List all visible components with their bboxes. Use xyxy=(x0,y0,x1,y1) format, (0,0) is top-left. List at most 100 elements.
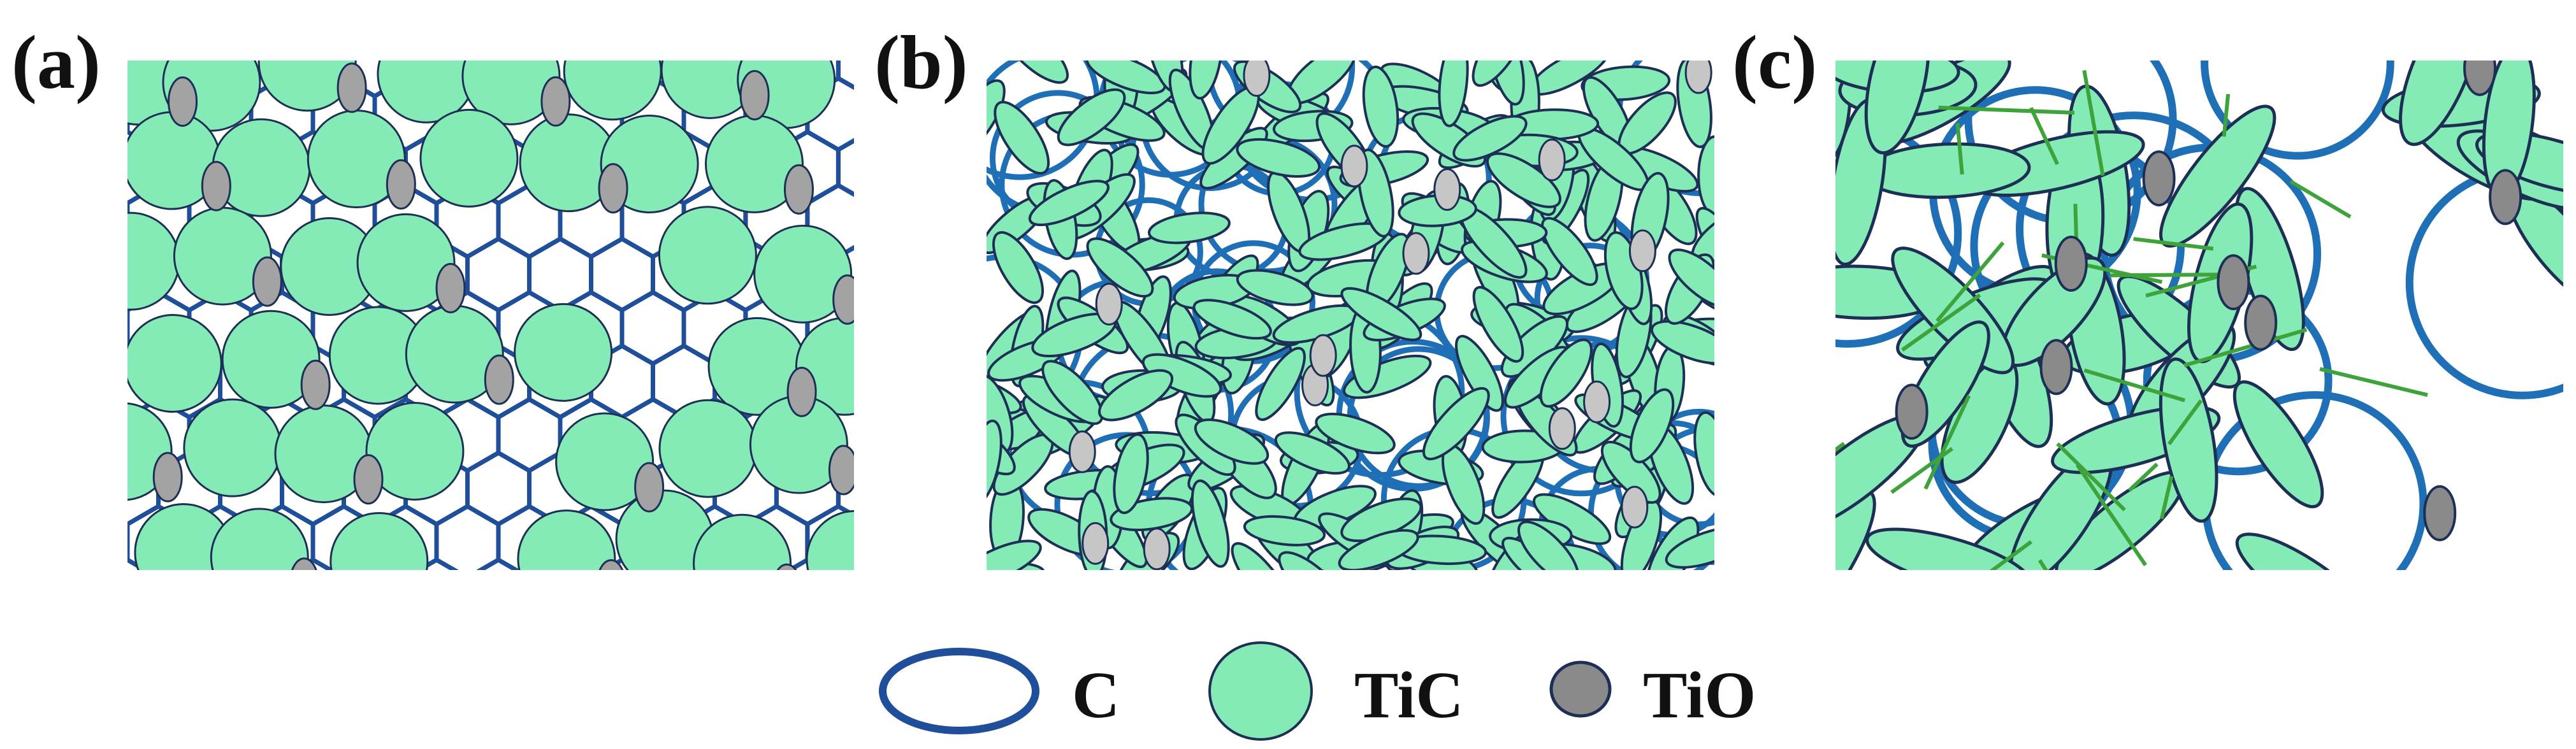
tio-particle xyxy=(2463,61,2497,96)
tio-particle xyxy=(634,462,665,513)
tic-sphere xyxy=(658,206,757,305)
tio-particle xyxy=(435,262,466,313)
tio-particle xyxy=(1621,485,1649,529)
tio-particle xyxy=(1095,283,1123,326)
panel-label-c: (c) xyxy=(1732,20,1818,104)
tic-grains-c xyxy=(1835,61,2563,570)
tic-sphere xyxy=(183,398,282,497)
panel-a-illustration xyxy=(127,61,854,570)
tic-ellipsoid xyxy=(987,79,1006,152)
carbon-hexagon xyxy=(434,503,501,570)
tic-ellipsoid xyxy=(1668,248,1714,309)
tic-sphere xyxy=(221,310,321,409)
carbon-fiber xyxy=(1900,293,1981,352)
tic-ellipsoid xyxy=(1540,217,1598,286)
tic-sphere xyxy=(514,303,613,402)
tic-sphere xyxy=(365,401,465,501)
tic-ellipsoid xyxy=(1189,61,1224,100)
tic-ellipsoids-b xyxy=(987,61,1714,570)
tio-particle xyxy=(201,160,231,211)
tic-particle-icon xyxy=(1208,641,1313,741)
tic-ellipsoid xyxy=(1192,299,1272,340)
tio-particle xyxy=(2142,150,2176,207)
tio-particle xyxy=(2244,294,2278,351)
panel-b-svg xyxy=(987,61,1714,570)
tic-ellipsoid xyxy=(1141,353,1222,398)
tic-sphere xyxy=(127,314,222,413)
carbon-fiber xyxy=(1890,446,1954,494)
tic-ellipsoid xyxy=(1190,479,1230,568)
carbon-fiber xyxy=(1923,395,1971,490)
carbon-fiber xyxy=(2029,106,2059,166)
tio-particle xyxy=(300,359,331,410)
panel-a-svg xyxy=(127,61,854,570)
tic-sphere xyxy=(806,510,854,570)
carbon-fiber xyxy=(1835,441,1846,452)
carbon-fiber xyxy=(2289,180,2352,219)
tic-ellipsoid xyxy=(1629,388,1675,464)
tic-sphere xyxy=(210,508,309,570)
tic-ellipsoid xyxy=(1315,412,1396,455)
tic-ellipsoid xyxy=(1452,115,1528,162)
tio-particle xyxy=(1243,61,1271,97)
tic-sphere xyxy=(329,511,429,570)
tio-particle xyxy=(1340,145,1368,188)
tio-particle xyxy=(1583,380,1611,424)
carbon-ring-icon xyxy=(879,648,1039,734)
tio-particle xyxy=(1433,168,1461,211)
tic-ellipsoid xyxy=(1486,152,1561,208)
tio-particle xyxy=(786,366,817,417)
tic-grain xyxy=(2399,61,2480,146)
tio-particle xyxy=(828,445,854,496)
tic-spheres-a xyxy=(127,61,854,570)
tio-particle xyxy=(2039,339,2073,396)
tio-particle xyxy=(832,274,854,325)
carbon-hexagon xyxy=(414,557,459,570)
legend-label-tio: TiO xyxy=(1643,659,1756,732)
tic-ellipsoid xyxy=(987,419,1002,505)
tio-particle xyxy=(540,76,571,127)
tio-particle xyxy=(783,164,814,215)
tic-ellipsoid xyxy=(1274,431,1350,475)
tic-ellipsoid xyxy=(1148,211,1231,245)
tic-ellipsoid xyxy=(1693,411,1714,497)
tic-ellipsoid xyxy=(1085,61,1166,95)
tic-ellipsoid xyxy=(1338,529,1419,570)
tio-particle xyxy=(2217,254,2250,311)
tio-particle-icon xyxy=(1549,660,1612,718)
tic-ellipsoid xyxy=(992,231,1045,304)
tic-ellipsoid xyxy=(1472,61,1527,87)
carbon-ring xyxy=(2201,61,2394,160)
carbon-fiber xyxy=(2127,462,2159,492)
tic-ellipsoid xyxy=(1113,433,1149,515)
panel-c-illustration xyxy=(1835,61,2563,570)
tio-particle xyxy=(1538,138,1566,182)
carbon-fiber xyxy=(2056,442,2126,511)
panel-b-illustration xyxy=(987,61,1714,570)
tio-particle xyxy=(1628,229,1656,273)
tic-ellipsoid xyxy=(1098,369,1174,422)
tic-ellipsoid xyxy=(1028,180,1110,227)
tic-grain xyxy=(2235,532,2377,570)
tio-particle xyxy=(484,354,514,405)
tic-ellipsoid xyxy=(1086,237,1154,298)
tic-sphere xyxy=(693,513,792,570)
tic-ellipsoid xyxy=(994,101,1050,175)
carbon-fiber xyxy=(2133,237,2214,251)
tio-particle xyxy=(1548,407,1576,450)
tio-particle xyxy=(386,159,416,210)
tic-sphere xyxy=(356,213,456,312)
tio-particle xyxy=(1143,527,1171,570)
tic-sphere xyxy=(658,399,758,498)
tic-ellipsoid xyxy=(1697,135,1714,217)
carbon-fiber xyxy=(1936,241,2005,323)
tio-particle xyxy=(776,563,797,570)
carbon-fiber xyxy=(2083,368,2186,403)
tio-particle xyxy=(598,163,628,214)
tio-particle xyxy=(598,559,624,570)
tio-particle xyxy=(1402,232,1430,275)
tio-particles-c xyxy=(1895,61,2522,541)
tic-grain xyxy=(2159,357,2218,523)
tic-ellipsoid xyxy=(1231,542,1293,570)
tic-ellipsoid xyxy=(1438,61,1469,127)
